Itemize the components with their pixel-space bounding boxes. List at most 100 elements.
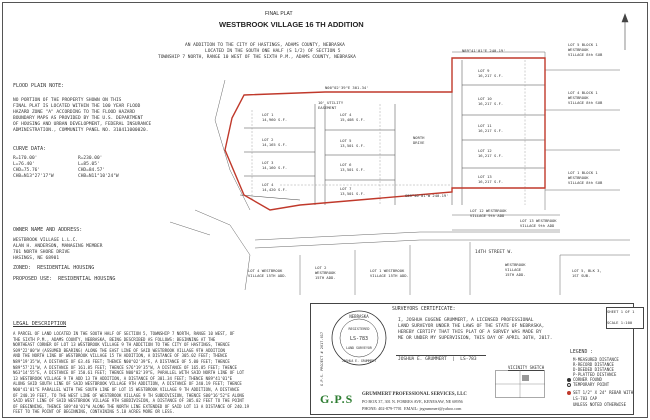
- neighbor-label: LOT 13 WESTBROOK VILLAGE 9th ADD: [520, 218, 557, 228]
- surveyor-line-1: I, JOSHUA EUGENE GRUMMERT, A LICENSED PR…: [398, 318, 534, 323]
- company-phone: PHONE: 402-879-7701 EMAIL: jegrummert@ya…: [362, 406, 462, 411]
- lot-label: LOT 6 13,501 S.F.: [340, 162, 366, 172]
- seal-registered: REGISTERED: [348, 327, 369, 331]
- legend-item: TEMPORARY POINT: [573, 382, 610, 387]
- legend-item: D-DEEDED DISTANCE: [573, 367, 614, 372]
- lot-label: LOT 9 16,217 S.F.: [478, 68, 504, 78]
- title-block: [310, 303, 634, 415]
- temporary-point-icon: [567, 383, 571, 387]
- surveyor-line-2: LAND SURVEYOR UNDER THE LAWS OF THE STAT…: [398, 324, 545, 329]
- legal-line: OF 240.19 FEET, TO THE WEST LINE OF WEST…: [13, 392, 245, 398]
- lot-label: LOT 10 16,217 S.F.: [478, 96, 504, 106]
- south-lot-label: LOT 2 WESTBROOK 15TH ADD.: [315, 265, 336, 280]
- legal-line: THE SIXTH P.M., ADAMS COUNTY, NEBRASKA, …: [13, 336, 216, 342]
- curve-a-3: CHD=75.76': [13, 168, 41, 173]
- call-south: S89°40'01"W 240.19': [405, 193, 449, 198]
- legal-line: N89°57'21"W, A DISTANCE OF 161.85 FEET; …: [13, 364, 237, 370]
- surveyor-heading: SURVEYORS CERTIFICATE:: [392, 307, 456, 312]
- rebar-icon: [567, 391, 571, 395]
- subtitle-line-1: AN ADDITION TO THE CITY OF HASTINGS, ADA…: [185, 43, 345, 48]
- seal-number: LS-783: [350, 336, 368, 342]
- flood-heading: FLOOD PLAIN NOTE:: [13, 83, 65, 89]
- signature-line: [396, 355, 486, 356]
- vicinity-label: VICINITY SKETCH: [508, 365, 545, 370]
- flood-line-5: OF HOUSING AND URBAN DEVELOPMENT, FEDERA…: [13, 122, 152, 127]
- curve-a-4: CHB=N13°27'17"W: [13, 174, 54, 179]
- project-number-strip: G.P.S. PROJECT # 2017-017: [318, 306, 326, 392]
- legal-heading: LEGAL DESCRIPTION: [13, 321, 67, 327]
- legend-item: R-RECORD DISTANCE: [573, 362, 614, 367]
- owner-line-1: WESTBROOK VILLAGE L.L.C.: [13, 238, 79, 243]
- plat-boundary: [224, 57, 546, 211]
- sheet-number: SHEET 1 OF 1: [607, 309, 635, 314]
- legal-line: AND THE NORTH LINE OF WESTBROOK VILLAGE …: [13, 353, 228, 359]
- owner-heading: OWNER NAME AND ADDRESS:: [13, 227, 83, 233]
- flood-line-1: NO PORTION OF THE PROPERTY SHOWN ON THIS: [13, 98, 122, 103]
- lot-label: LOT 4 14,420 S.F.: [262, 182, 288, 192]
- legend-item: UNLESS NOTED OTHERWISE: [573, 402, 626, 407]
- plat-label: FINAL PLAT: [265, 11, 293, 17]
- owner-line-2: ALAN H. ANDERSON, MANAGING MEMBER: [13, 244, 103, 249]
- company-address: PO BOX 37, 301 N. FORRES AVE, KENESAW, N…: [362, 399, 463, 404]
- legal-line: FEET TO THE POINT OF BEGINNING, CONTAINI…: [13, 409, 175, 415]
- legal-line: N00°41'01"E PARALLEL WITH THE SOUTH LINE…: [13, 387, 240, 392]
- sheet-box: [606, 307, 644, 329]
- project-number: G.P.S. PROJECT # 2017-017: [320, 331, 324, 386]
- flood-line-3: HAZARD ZONE "A" ACCORDING TO THE FLOOD H…: [13, 110, 135, 115]
- flood-line-6: ADMINISTRATION., COMMUNITY PANEL NO. 310…: [13, 128, 149, 133]
- legend-item: M-MEASURED DISTANCE: [573, 357, 619, 362]
- legend-item: SET 1/2" X 24" REBAR WITH LS-783 CAP: [573, 390, 634, 401]
- company-name: GRUMMERT PROFESSIONAL SERVICES, LLC: [362, 392, 467, 397]
- corner-found-icon: [567, 378, 571, 382]
- street-label: 14TH STREET W.: [475, 250, 513, 255]
- legal-line: OF BEGINNING, THENCE S89°40'01"W ALONG T…: [13, 403, 250, 409]
- curve-heading: CURVE DATA:: [13, 146, 47, 152]
- legend-item: CORNER FOUND: [573, 377, 602, 382]
- curve-a-1: R=170.00': [13, 156, 38, 161]
- subtitle-line-2: LOCATED IN THE SOUTH ONE HALF (S 1/2) OF…: [205, 49, 341, 54]
- legal-line: N63°14'55"E, A DISTANCE OF 150.61 FEET; …: [13, 370, 245, 376]
- seal-land-surveyor: LAND SURVEYOR: [346, 346, 372, 350]
- neighbor-label: LOT 5 BLOCK 1 WESTBROOK VILLAGE 8th SUB: [568, 42, 603, 57]
- neighbor-label: LOT 12 WESTBROOK VILLAGE 9th ADD: [470, 208, 507, 218]
- lot-label: LOT 7 13,501 S.F.: [340, 186, 366, 196]
- legal-line: A PARCEL OF LAND LOCATED IN THE SOUTH HA…: [13, 331, 235, 336]
- legal-line: ALONG SAID SOUTH LINE OF SAID WESTBROOK …: [13, 381, 242, 387]
- curve-b-4: CHB=N11°10'24"W: [78, 174, 119, 179]
- south-lot-label: LOT 1 WESTBROOK VILLAGE 15TH ADD.: [370, 268, 409, 278]
- vicinity-sketch: [495, 370, 545, 398]
- legal-line: SAID WEST LINE OF SAID WESTBROOK VILLAGE…: [13, 398, 245, 404]
- curve-b-1: R=230.00': [78, 156, 103, 161]
- zoned: ZONED: RESIDENTIAL HOUSING: [13, 265, 95, 271]
- curve-b-3: CHD=84.57': [78, 168, 106, 173]
- legend-item: P-PLATTED DISTANCE: [573, 372, 617, 377]
- curve-b-2: L=85.05': [78, 162, 100, 167]
- flood-line-2: FINAL PLAT IS LOCATED WITHIN THE 100 YEA…: [13, 104, 141, 109]
- lot-label: LOT 3 14,160 S.F.: [262, 160, 288, 170]
- legal-line: S09°22'00"W (ASSUMED BEARING) ALONG THE …: [13, 347, 225, 353]
- utility-easement-label: 10' UTILITY EASEMENT: [318, 100, 344, 110]
- flood-line-4: BOUNDARY MAPS AS PROVIDED BY THE U.S. DE…: [13, 116, 144, 121]
- seal-top: NEBRASKA: [349, 314, 369, 319]
- legend-heading: LEGEND :: [570, 350, 594, 355]
- legal-line: 13 WESTBROOK VILLAGE 9 TH ADD 13 TH ADDI…: [13, 375, 233, 381]
- lot-label: LOT 4 15,408 S.F.: [340, 112, 366, 122]
- south-lot-label: LOT 5, BLK 3, 1ST SUB.: [572, 268, 602, 278]
- easement-lines: [251, 60, 526, 205]
- seal-bottom: JOSHUA E. GRUMMERT: [342, 359, 377, 363]
- surveyor-line-3: HEREBY CERTIFY THAT THIS PLAT OF A SURVE…: [398, 330, 542, 335]
- lot-label: LOT 11 16,217 S.F.: [478, 123, 504, 133]
- sheet-scale: SCALE 1:100: [607, 320, 633, 325]
- street-drive-label: NORTH DRIVE: [413, 135, 425, 145]
- curve-a-2: L=76.40': [13, 162, 35, 167]
- surveyor-seal: NEBRASKA REGISTERED LS-783 LAND SURVEYOR…: [331, 310, 387, 366]
- surveyor-line-4: ME OR UNDER MY SUPERVISION, THIS DAY OF …: [398, 336, 553, 341]
- lot-label: LOT 1 14,960 S.F.: [262, 112, 288, 122]
- lot-label: LOT 5 13,501 S.F.: [340, 138, 366, 148]
- owner-line-4: HASINGS, NE 68901: [13, 256, 60, 261]
- page-title: WESTBROOK VILLAGE 16 TH ADDITION: [219, 20, 364, 29]
- neighbor-label: LOT 4 BLOCK 1 WESTBROOK VILLAGE 8th SUB: [568, 90, 603, 105]
- proposed-use: PROPOSED USE: RESIDENTIAL HOUSING: [13, 276, 116, 282]
